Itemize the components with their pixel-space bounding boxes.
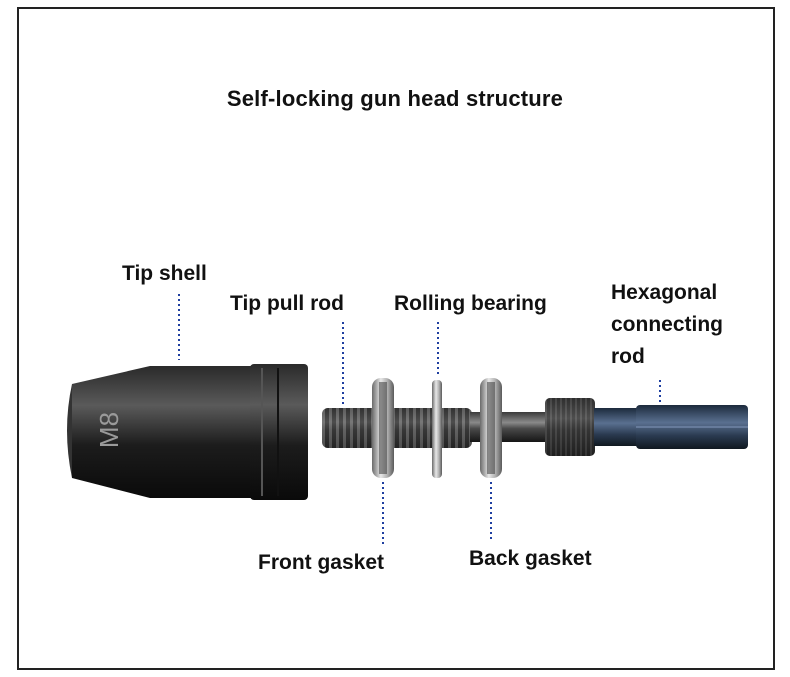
label-back-gasket: Back gasket <box>469 547 592 570</box>
engraving-text: M8 <box>94 412 124 448</box>
label-hexagonal-line3: rod <box>611 345 645 368</box>
hexagonal-rod-part <box>545 398 748 456</box>
diagram-title: Self-locking gun head structure <box>226 86 564 111</box>
back-gasket-part <box>480 378 502 478</box>
label-hexagonal-line1: Hexagonal <box>611 281 718 304</box>
diagram-frame <box>17 7 775 670</box>
label-rolling-bearing: Rolling bearing <box>394 292 547 315</box>
label-tip-pull-rod: Tip pull rod <box>230 292 344 315</box>
tip-shell-part: M8 <box>67 364 308 500</box>
leader-lines <box>178 294 661 545</box>
label-hexagonal-line2: connecting <box>611 313 724 336</box>
label-tip-shell: Tip shell <box>122 262 207 285</box>
rolling-bearing-part <box>432 380 442 478</box>
label-front-gasket: Front gasket <box>258 551 385 574</box>
front-gasket-part <box>372 378 394 478</box>
